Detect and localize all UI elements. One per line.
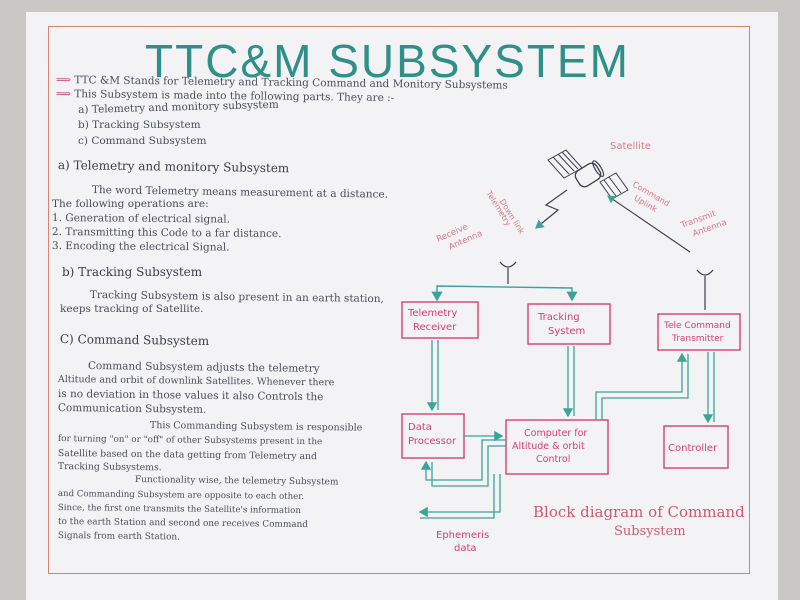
- transmit-antenna-icon: [696, 269, 714, 276]
- satellite-label: Satellite: [610, 141, 651, 152]
- part-item-c: c) Command Subsystem: [78, 135, 207, 147]
- receive-antenna-icon: [499, 261, 517, 268]
- downlink-label: Telemetry Down link: [484, 185, 527, 240]
- satellite-icon: [547, 149, 629, 200]
- controller-block: [663, 425, 729, 469]
- antenna-split-arrows: [431, 285, 578, 302]
- ephemeris-label: Ephemeris data: [436, 530, 492, 554]
- section-b-line-2: keeps tracking of Satellite.: [60, 303, 204, 315]
- downlink-arrow: [535, 189, 568, 229]
- telemetry-receiver-label: Telemetry Receiver: [407, 308, 461, 333]
- computer-label: Computer for Altitude & orbit Control: [512, 428, 590, 465]
- diagram-caption: Block diagram of Command: [533, 503, 745, 521]
- section-b-heading: b) Tracking Subsystem: [62, 265, 203, 279]
- computer-block: [505, 419, 609, 475]
- flow-arrows: [418, 340, 715, 519]
- tracking-system-block: [527, 303, 611, 345]
- controller-label: Controller: [668, 443, 718, 454]
- receive-antenna-label: Receive Antenna: [435, 218, 484, 256]
- page-border: [48, 26, 750, 574]
- page-title: TTC&M SUBSYSTEM: [145, 35, 630, 87]
- section-a-line-2: The following operations are:: [52, 198, 209, 210]
- telecommand-transmitter-label: Tele Command Transmitter: [663, 321, 734, 344]
- diagram-caption-line-2: Subsystem: [614, 524, 686, 539]
- tracking-system-label: Tracking System: [537, 312, 585, 337]
- data-processor-label: Data Processor: [408, 422, 457, 447]
- telecommand-transmitter-block: [657, 313, 741, 351]
- part-item-b: b) Tracking Subsystem: [78, 119, 201, 131]
- uplink-arrow: [607, 195, 691, 253]
- transmit-antenna-label: Transmit Antenna: [679, 206, 729, 242]
- telemetry-receiver-block: [401, 301, 479, 339]
